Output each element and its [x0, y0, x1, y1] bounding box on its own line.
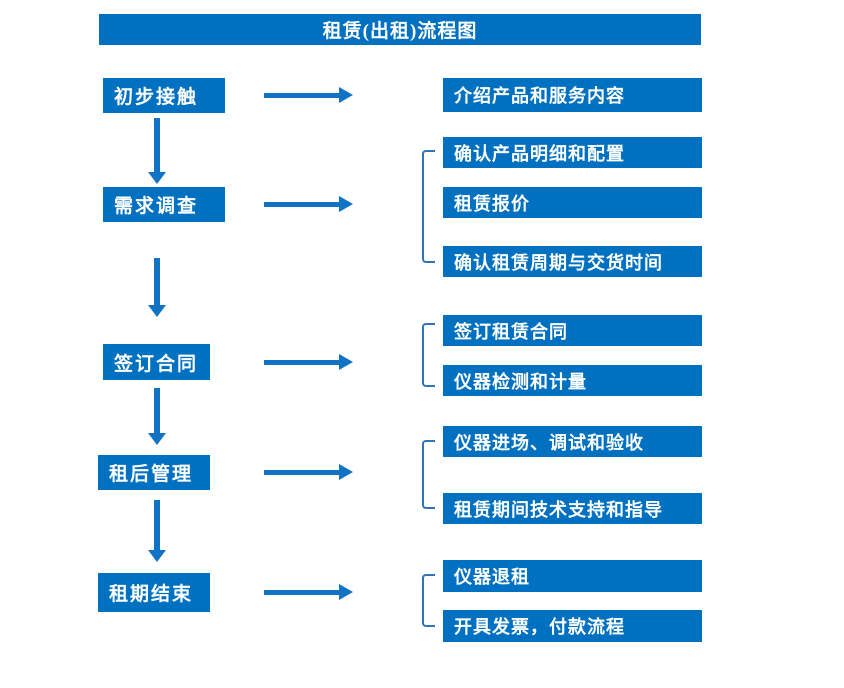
detail-box-confirm-product-details-config: 确认产品明细和配置 [443, 137, 702, 168]
down-arrow-head [148, 550, 166, 562]
detail-box-confirm-rental-period-delivery: 确认租赁周期与交货时间 [443, 246, 702, 277]
down-arrow-shaft [154, 500, 160, 550]
right-arrow-icon-1 [264, 87, 353, 103]
down-arrow-head [148, 433, 166, 445]
down-arrow-shaft [154, 388, 160, 433]
flowchart-title: 租赁(出租)流程图 [99, 14, 701, 45]
stage-box-initial-contact: 初步接触 [103, 78, 225, 113]
detail-box-instrument-inspection-metering: 仪器检测和计量 [443, 365, 702, 396]
right-arrow-icon-5 [264, 584, 353, 600]
stage-box-rental-end: 租期结束 [98, 573, 210, 612]
group-bracket-demand-survey [422, 150, 435, 263]
detail-box-sign-rental-contract: 签订租赁合同 [443, 315, 702, 346]
detail-box-introduce-products-services: 介绍产品和服务内容 [443, 78, 702, 112]
right-arrow-shaft [264, 92, 339, 98]
right-arrow-shaft [264, 201, 339, 207]
detail-box-instrument-return: 仪器退租 [443, 560, 702, 592]
detail-box-instrument-entry-debug-acceptance: 仪器进场、调试和验收 [443, 426, 702, 457]
right-arrow-head [339, 354, 353, 370]
right-arrow-head [339, 87, 353, 103]
group-bracket-post-rental-management [422, 440, 435, 509]
stage-box-sign-contract: 签订合同 [103, 344, 210, 380]
right-arrow-shaft [264, 589, 339, 595]
down-arrow-shaft [154, 118, 160, 172]
right-arrow-shaft [264, 469, 339, 475]
down-arrow-icon-2 [148, 258, 166, 317]
stage-box-post-rental-management: 租后管理 [98, 455, 210, 490]
down-arrow-head [148, 305, 166, 317]
right-arrow-head [339, 196, 353, 212]
detail-box-rental-quotation: 租赁报价 [443, 187, 702, 218]
right-arrow-icon-4 [264, 464, 353, 480]
right-arrow-icon-2 [264, 196, 353, 212]
right-arrow-shaft [264, 359, 339, 365]
detail-box-invoice-payment-process: 开具发票，付款流程 [443, 610, 702, 642]
right-arrow-icon-3 [264, 354, 353, 370]
right-arrow-head [339, 584, 353, 600]
down-arrow-icon-4 [148, 500, 166, 562]
right-arrow-head [339, 464, 353, 480]
down-arrow-icon-1 [148, 118, 166, 184]
detail-box-rental-technical-support: 租赁期间技术支持和指导 [443, 493, 702, 524]
group-bracket-rental-end [422, 574, 435, 627]
down-arrow-shaft [154, 258, 160, 305]
stage-box-demand-survey: 需求调查 [103, 187, 225, 222]
down-arrow-icon-3 [148, 388, 166, 445]
down-arrow-head [148, 172, 166, 184]
group-bracket-sign-contract [422, 323, 435, 387]
